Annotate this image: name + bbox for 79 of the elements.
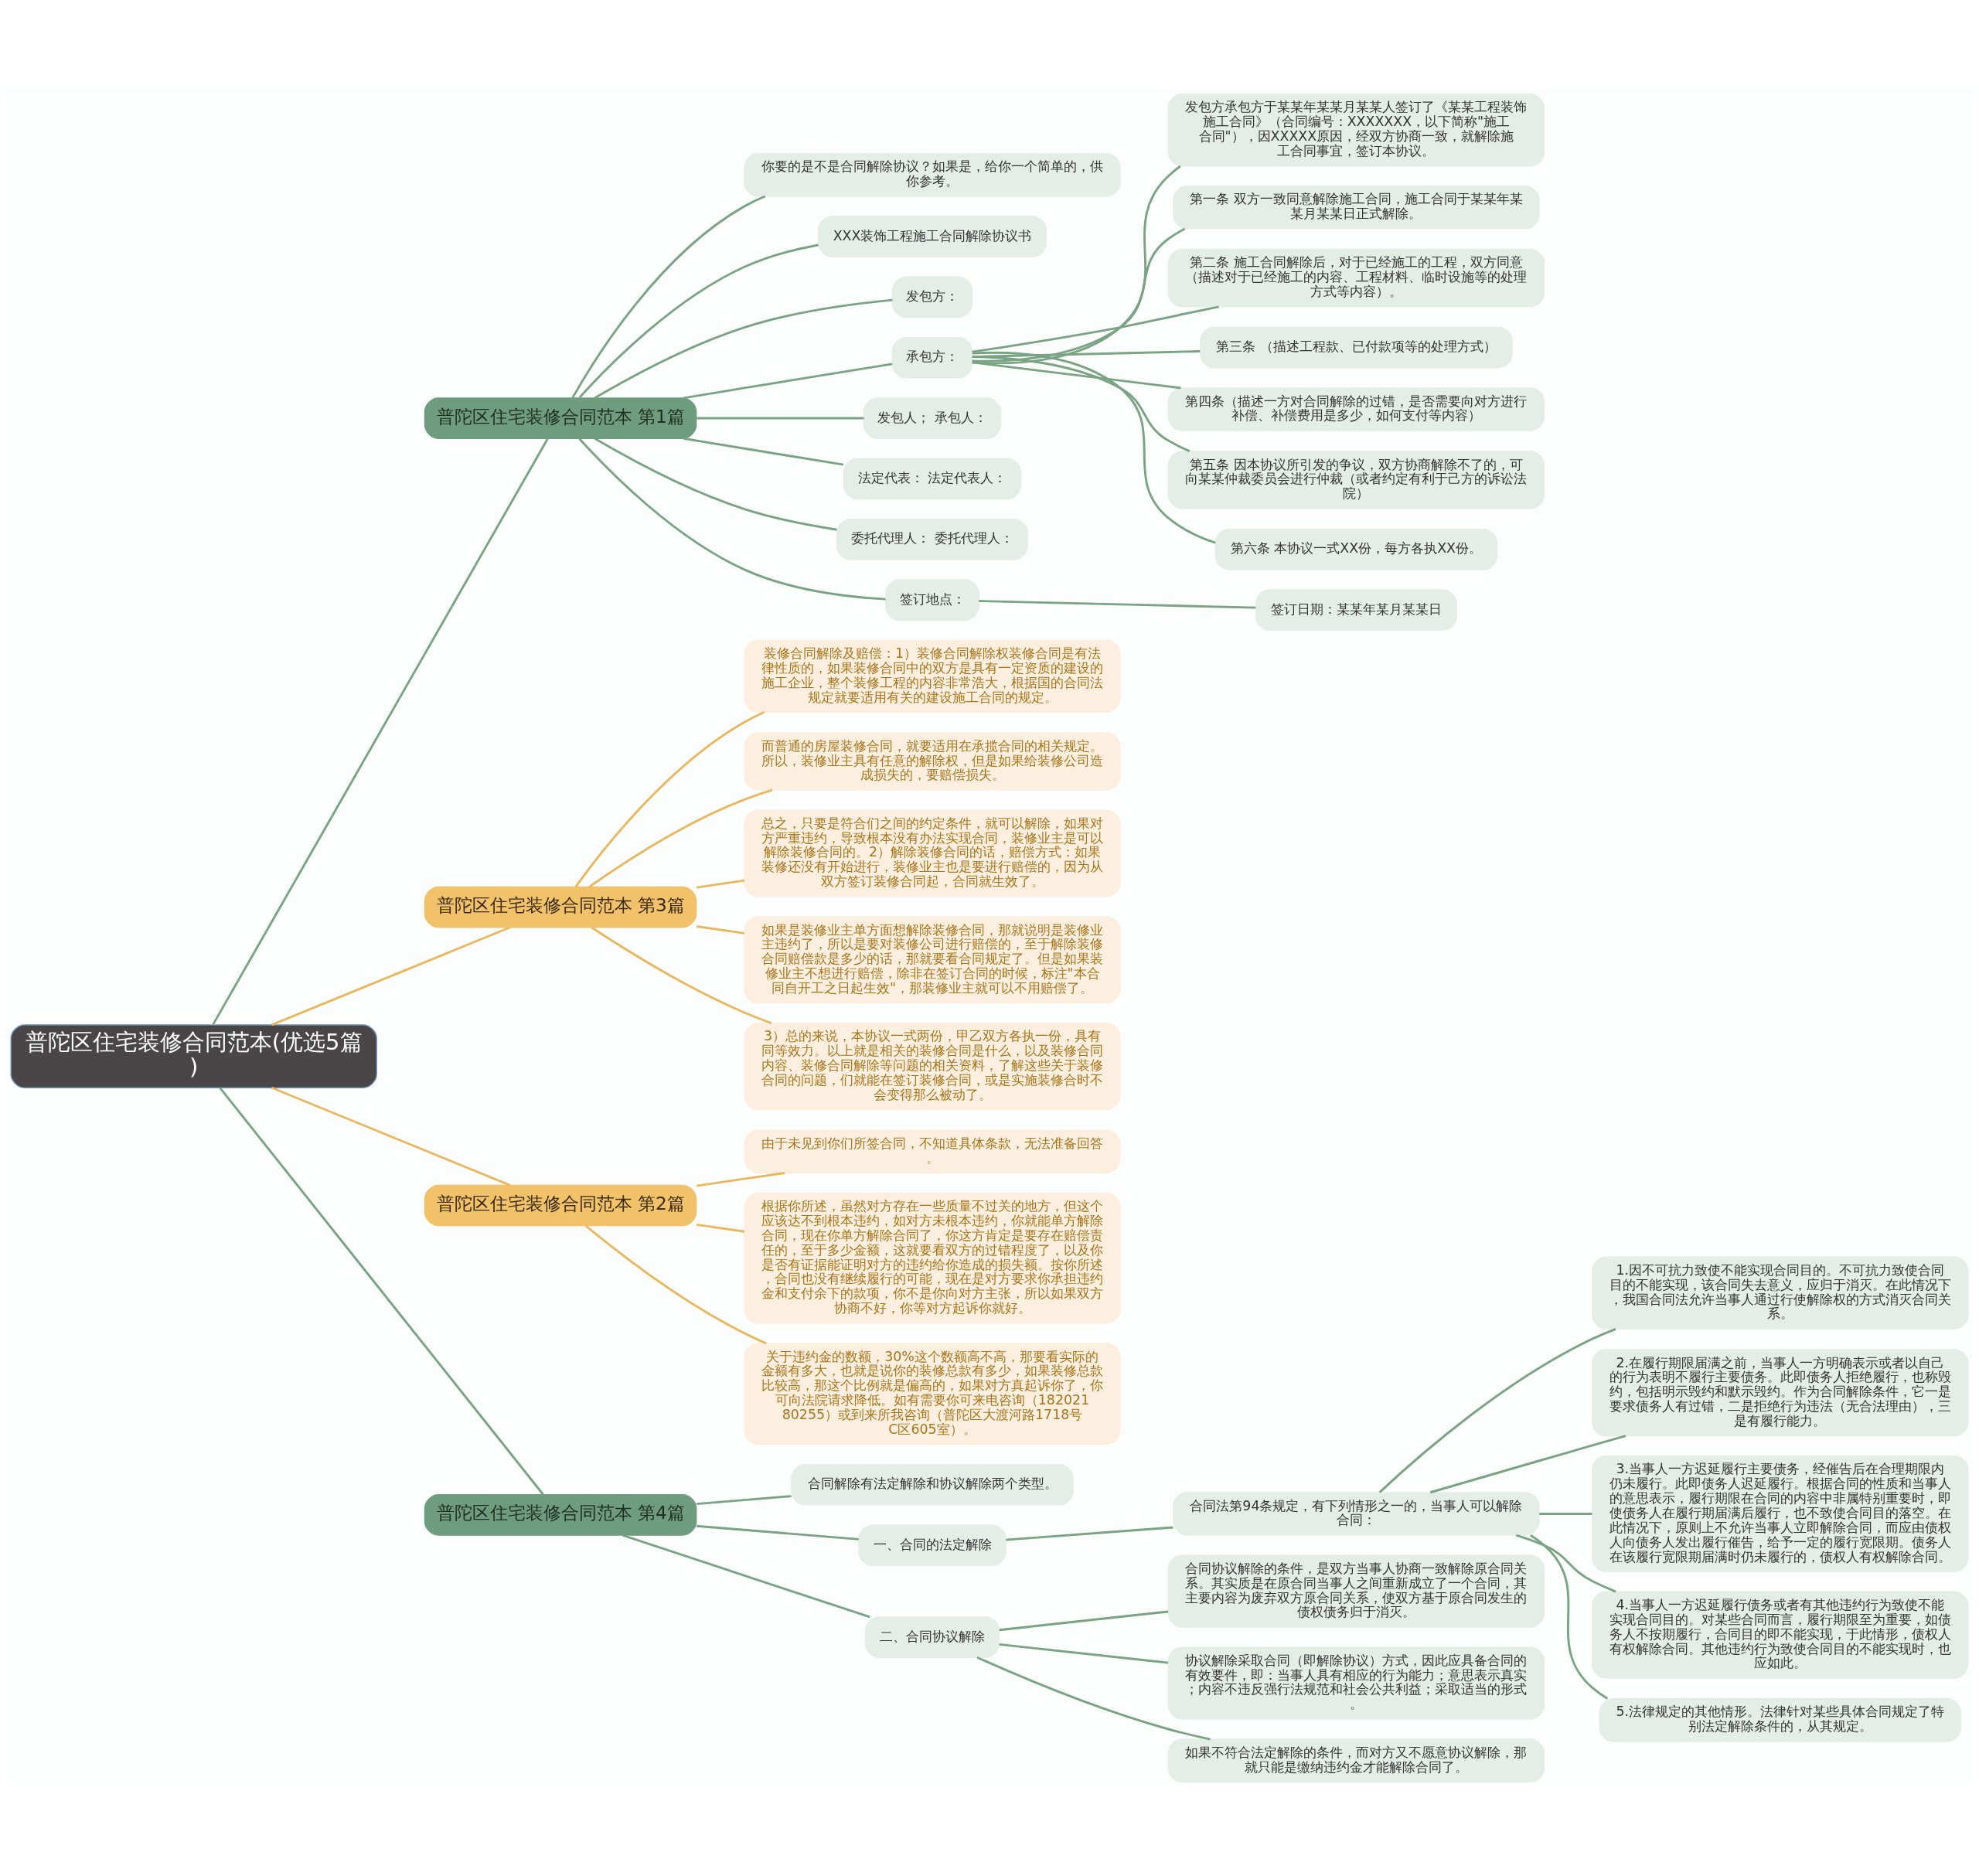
connector	[588, 788, 773, 888]
node-box: 2.在履行期限届满之前，当事人一方明确表示或者以自己的行为表明不履行主要债务。此即债务人拒绝履行，也称毁约，包括明示毁约和默示毁约。作为合同解除条件，它一是要求债务人有过错，二是拒绝行为违法（无合法理由），三是有履行能力。	[1592, 1349, 1969, 1437]
node-box: 关于违约金的数额，30%这个数额高不高，那要看实际的金额有多大，也就是说你的装修总款有多少，如果装修总款比较高，那这个比例就是偏高的，如果对方真起诉你了，你可向法院请求降低。如有需要你可来电咨询（18202180255）或到来所我咨询（普陀区大渡河路1718号C区605室）。	[744, 1343, 1121, 1445]
connector	[584, 1224, 767, 1345]
connector	[972, 305, 1219, 353]
node-box: XXX装饰工程施工合同解除协议书	[818, 216, 1047, 257]
node-box: 第六条 本协议一式XX份，每方各执XX份。	[1214, 528, 1498, 570]
connector	[972, 227, 1186, 363]
node-box: 普陀区住宅装修合同范本(优选5篇)	[10, 1024, 377, 1088]
connector	[1539, 1513, 1592, 1515]
node-box: 第一条 双方一致同意解除施工合同，施工合同于某某年某某月某某日正式解除。	[1173, 186, 1540, 230]
node-box: 承包方：	[891, 336, 973, 379]
connector	[972, 361, 1181, 390]
node-box: 合同解除有法定解除和协议解除两个类型。	[791, 1463, 1074, 1506]
node-box: 法定代表： 法定代表人：	[843, 458, 1022, 500]
connector	[1429, 1435, 1626, 1494]
node-box: 发包方承包方于某某年某某月某某人签订了《某某工程装饰施工合同》（合同编号：XXXXXXX，以下简称"施工合同"），因XXXXX原因，经双方协商一致，就解除施工合同事宜，签订本协议。	[1167, 94, 1545, 167]
node-box: 你要的是不是合同解除协议？如果是，给你一个简单的，供你参考。	[744, 152, 1121, 197]
node-box: 第四条（描述一方对合同解除的过错，是否需要向对方进行补偿、补偿费用是多少，如何支付等内容）	[1167, 387, 1545, 431]
node-box: 二、合同协议解除	[864, 1616, 1000, 1658]
connector	[591, 926, 772, 1025]
connector	[683, 363, 893, 400]
node-box: 第三条 （描述工程款、已付款项等的处理方式）	[1200, 326, 1513, 369]
connector	[574, 710, 765, 888]
node-box: 协议解除采取合同（即解除协议）方式，因此应具备合同的有效要件，即：当事人具有相应的行为能力；意思表示真实；内容不违反强行法规范和社会公共利益；采取适当的形式。	[1167, 1646, 1545, 1720]
connector	[1378, 1327, 1616, 1493]
connector	[271, 1086, 511, 1187]
connector	[972, 356, 1190, 452]
node-box: 1.因不可抗力致使不能实现合同目的。不可抗力致使合同目的不能实现，该合同失去意义，应归于消灭。在此情况下，我国合同法允许当事人通过行使解除权的方式消灭合同关系。	[1592, 1256, 1969, 1330]
connector	[976, 1656, 1211, 1741]
node-box: 3）总的来说，本协议一式两份，甲乙双方各执一份，具有同等效力。以上就是相关的装修合同是什么，以及装修合同内容、装修合同解除等问题的相关资料，了解这些关于装修合同的问题，们就能在签订装修合同，或是实施装修合时不会变得那么被动了。	[744, 1023, 1121, 1111]
node-box: 3.当事人一方迟延履行主要债务，经催告后在合理期限内仍未履行。此即债务人迟延履行。根据合同的性质和当事人的意思表示，履行期限在合同的内容中非属特别重要时，即使债务人在履行期届满后履行，也不致使合同目的落空。在此情况下，原则上不允许当事人立即解除合同，而应由债权人向债务人发出履行催告，给予一定的履行宽限期。债务人在该履行宽限期届满时仍未履行的，债权人有权解除合同。	[1592, 1456, 1969, 1572]
node-box: 合同协议解除的条件，是双方当事人协商一致解除原合同关系。其实质是在原合同当事人之间重新成立了一个合同，其主要内容为废弃双方原合同关系，使双方基于原合同发生的债权债务归于消灭。	[1167, 1554, 1545, 1628]
node-box: 普陀区住宅装修合同范本 第1篇	[424, 397, 697, 439]
node-box: 第二条 施工合同解除后，对于已经施工的工程，双方同意（描述对于已经施工的内容、工程材料、临时设施等的处理方式等内容）。	[1167, 249, 1545, 308]
node-box: 发包方：	[891, 276, 973, 318]
node-box: 发包人； 承包人：	[863, 397, 1002, 439]
connector	[1006, 1526, 1173, 1541]
connector	[697, 1524, 859, 1541]
node-box: 委托代理人： 委托代理人：	[836, 518, 1029, 560]
connector	[979, 600, 1256, 609]
connector	[697, 417, 864, 420]
connector	[578, 438, 886, 601]
connector	[696, 1224, 745, 1233]
connector	[999, 1610, 1169, 1632]
node-box: 普陀区住宅装修合同范本 第4篇	[424, 1494, 697, 1536]
connector	[1530, 1534, 1609, 1700]
connector	[594, 298, 893, 400]
node-box: 装修合同解除及赔偿：1）装修合同解除权装修合同是有法律性质的，如果装修合同中的双方是具有一定资质的建设的施工企业，整个装修工程的内容非常浩大，根据国的合同法规定就要适用有关的建设施工合同的规定。	[744, 639, 1121, 713]
connector	[696, 925, 745, 935]
node-box: 合同法第94条规定，有下列情形之一的，当事人可以解除合同：	[1173, 1492, 1540, 1536]
node-box: 普陀区住宅装修合同范本 第2篇	[424, 1184, 697, 1227]
connector	[972, 351, 1216, 544]
connector	[594, 438, 837, 531]
connector	[696, 1172, 785, 1187]
node-box: 普陀区住宅装修合同范本 第3篇	[424, 886, 697, 928]
connector	[219, 1087, 544, 1496]
node-box: 签订地点：	[885, 579, 979, 621]
node-box: 由于未见到你们所签合同，不知道具体条款，无法准备回答。	[744, 1129, 1121, 1174]
node-box: 一、合同的法定解除	[858, 1524, 1007, 1566]
connector	[683, 437, 844, 466]
connector	[1516, 1534, 1616, 1593]
connector	[696, 879, 745, 889]
node-box: 根据你所述，虽然对方存在一些质量不过关的地方，但这个应该达不到根本违约，如对方未根本违约，你就能单方解除合同，现在你单方解除合同了，你这方肯定是要存在赔偿责任的，至于多少金额，这就要看双方的过错程度了，以及你是否有证据能证明对方的违约给你造成的损失额。按你所述，合同也没有继续履行的可能，现在是对方要求你承担违约金和支付余下的款项，你不是你向对方主张，所以如果双方协商不好，你等对方起诉你就好。	[744, 1192, 1121, 1324]
connector	[697, 1495, 792, 1506]
node-box: 如果是装修业主单方面想解除装修合同，那就说明是装修业主违约了，所以是要对装修公司进行赔偿的，至于解除装修合同赔偿款是多少的话，那就要看合同规定了。但是如果装修业主不想进行赔偿，除非在签订合同的时候，标注"本合同自开工之日起生效"，那装修业主就可以不用赔偿了。	[744, 916, 1121, 1004]
connector	[271, 926, 511, 1027]
node-box: 如果不符合法定解除的条件，而对方又不愿意协议解除，那就只能是缴纳违约金才能解除合同了。	[1167, 1738, 1545, 1782]
node-box: 总之，只要是符合们之间的约定条件，就可以解除，如果对方严重违约，导致根本没有办法实现合同，装修业主是可以解除装修合同的。2）解除装修合同的话，赔偿方式：如果装修还没有开始进行，装修业主也是要进行赔偿的，因为从双方签订装修合同起，合同就生效了。	[744, 809, 1121, 897]
node-box: 5.法律规定的其他情形。法律针对某些具体合同规定了特别法定解除条件的，从其规定。	[1599, 1698, 1962, 1742]
node-box: 4.当事人一方迟延履行债务或者有其他违约行为致使不能实现合同目的。对某些合同而言，履行期限至为重要，如债务人不按期履行，合同目的即不能实现，于此情形，债权人有权解除合同。其他违约行为致使合同目的不能实现时，也应如此。	[1592, 1591, 1969, 1679]
connector	[571, 195, 766, 399]
connector	[212, 438, 549, 1026]
node-box: 第五条 因本协议所引发的争议，双方协商解除不了的，可向某某仲裁委员会进行仲裁（或者约定有利于己方的诉讼法院）	[1167, 451, 1545, 509]
connector	[999, 1643, 1169, 1664]
connector	[578, 243, 819, 399]
node-box: 签订日期：某某年某月某某日	[1255, 589, 1457, 631]
node-box: 而普通的房屋装修合同，就要适用在承揽合同的相关规定。所以，装修业主具有任意的解除权，但是如果给装修公司造成损失的，要赔偿损失。	[744, 732, 1121, 791]
connector	[622, 1534, 870, 1619]
